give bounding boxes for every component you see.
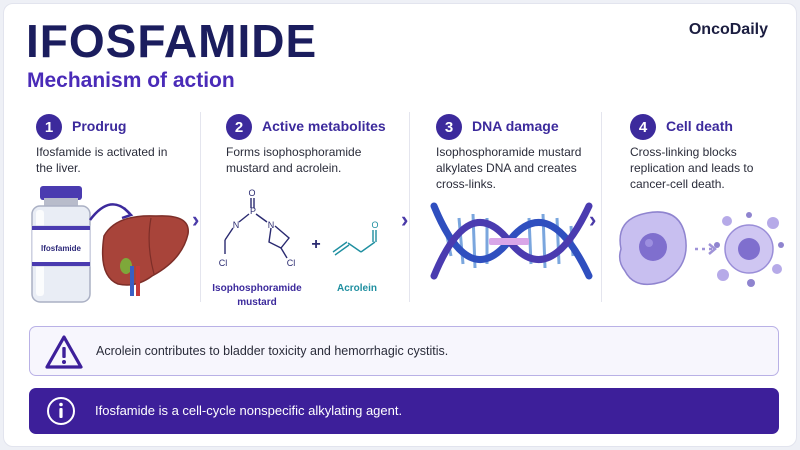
step-number-badge: 2	[226, 114, 252, 140]
step-description: Ifosfamide is activated in the liver.	[36, 145, 168, 175]
chem-atom: Cl	[287, 258, 296, 268]
chem-atom: Cl	[219, 258, 228, 268]
warning-callout: Acrolein contributes to bladder toxicity…	[29, 326, 779, 376]
info-callout: Ifosfamide is a cell-cycle nonspecific a…	[29, 388, 779, 434]
step-title: DNA damage	[472, 118, 559, 134]
chem-atom: N	[233, 220, 240, 230]
dying-cell-icon	[714, 212, 784, 287]
column-divider	[409, 112, 410, 302]
page-subtitle: Mechanism of action	[27, 69, 235, 92]
vial-liver-illustration: Ifosfamide	[31, 186, 189, 303]
chem-atom: O	[371, 220, 378, 230]
step-title: Cell death	[666, 118, 733, 134]
chevron-right-icon: ›	[192, 207, 200, 232]
step-description: Forms isophosphoramide mustard and acrol…	[226, 145, 362, 175]
info-icon	[47, 397, 75, 425]
isophosphoramide-label: Isophosphoramide mustard	[212, 283, 302, 308]
warning-triangle-icon	[45, 335, 83, 369]
step-number-badge: 1	[36, 114, 62, 140]
dna-helix-icon	[430, 202, 593, 280]
column-divider	[200, 112, 201, 302]
chem-atom: P	[250, 206, 256, 216]
step-title: Active metabolites	[262, 118, 386, 134]
chem-atom: N	[268, 220, 275, 230]
chem-atom: O	[248, 188, 255, 198]
healthy-cell-icon	[618, 211, 687, 286]
step-number-badge: 4	[630, 114, 656, 140]
chevron-right-icon: ›	[589, 207, 597, 232]
page-title: IFOSFAMIDE	[26, 15, 318, 67]
chevron-right-icon: ›	[401, 207, 409, 232]
step-description: Isophosphoramide mustard alkylates DNA a…	[436, 145, 582, 191]
info-text: Ifosfamide is a cell-cycle nonspecific a…	[95, 403, 403, 418]
plus-sign: +	[311, 236, 320, 253]
cell-death-illustration	[618, 211, 784, 287]
infographic-card: IFOSFAMIDE Mechanism of action OncoDaily…	[3, 3, 797, 447]
vial-icon	[31, 186, 91, 303]
step-title: Prodrug	[72, 118, 127, 134]
liver-icon	[101, 215, 189, 296]
step-number-badge: 3	[436, 114, 462, 140]
acrolein-label: Acrolein	[336, 283, 377, 294]
vial-label: Ifosfamide	[41, 244, 82, 253]
step-description: Cross-linking blocks replication and lea…	[630, 145, 754, 191]
column-divider	[601, 112, 602, 302]
warning-text: Acrolein contributes to bladder toxicity…	[96, 344, 449, 358]
brand-logo: OncoDaily	[688, 21, 768, 38]
chemical-structures-illustration: O P N N Cl Cl + O	[219, 188, 379, 268]
